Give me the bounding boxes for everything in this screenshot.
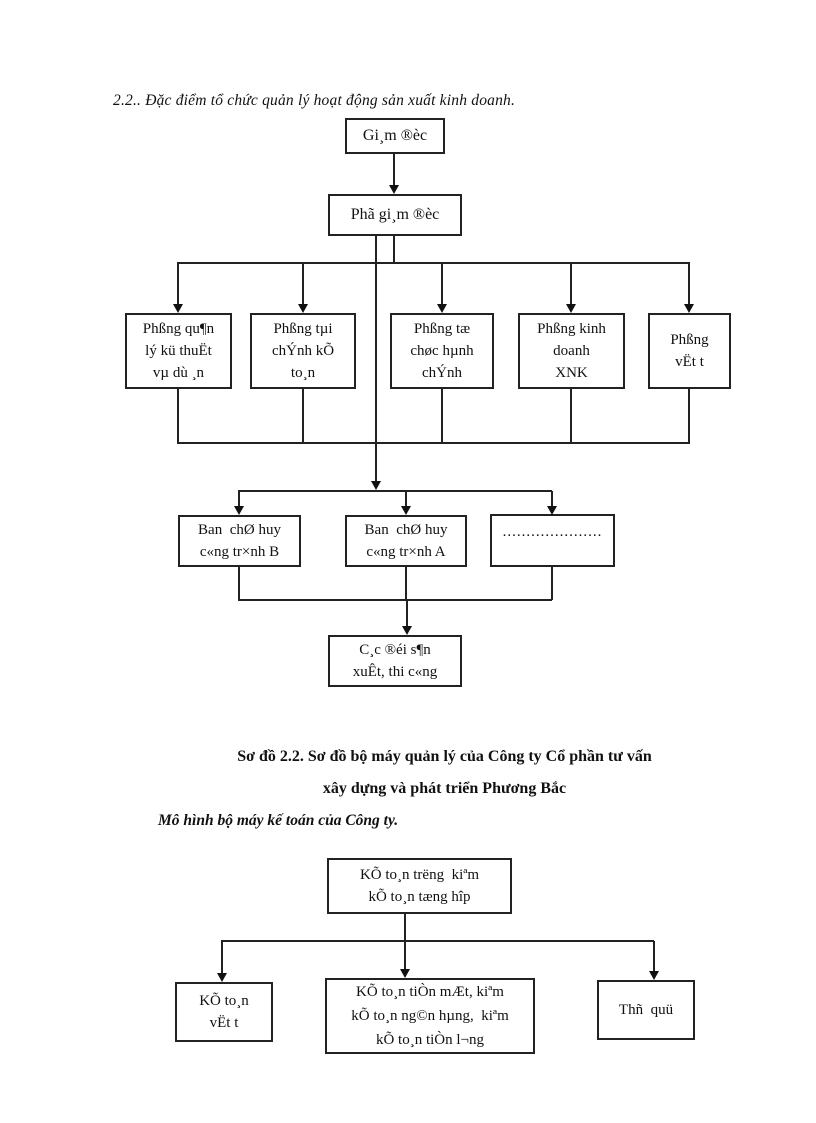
arrow-down-icon	[389, 185, 399, 194]
chart-caption-line1: Sơ đồ 2.2. Sơ đồ bộ máy quản lý của Công…	[237, 748, 652, 765]
box-deputy-director: Phã gi¸m ®èc	[328, 194, 462, 236]
arrow-down-icon	[437, 304, 447, 313]
connector-line	[177, 442, 690, 444]
arrow-down-icon	[371, 481, 381, 490]
box-dept-materials: Phßng vËt t	[648, 313, 731, 389]
connector-line	[302, 263, 304, 304]
connector-line	[653, 941, 655, 971]
connector-line	[570, 389, 572, 443]
connector-line	[404, 941, 406, 969]
box-dept-technical: Phßng qu¶n lý kü thuËt vµ dù ¸n	[125, 313, 232, 389]
connector-line	[551, 491, 553, 506]
connector-line	[375, 236, 377, 481]
arrow-down-icon	[566, 304, 576, 313]
box-director: Gi¸m ®èc	[345, 118, 445, 154]
arrow-down-icon	[402, 626, 412, 635]
arrow-down-icon	[173, 304, 183, 313]
box-production-teams: C¸c ®éi s¶n xuÊt, thi c«ng	[328, 635, 462, 687]
connector-line	[393, 236, 395, 263]
connector-line	[404, 914, 406, 941]
box-site-board-a: Ban chØ huy c«ng tr×nh A	[345, 515, 467, 567]
connector-line	[441, 389, 443, 443]
box-dept-trading: Phßng kinh doanh XNK	[518, 313, 625, 389]
arrow-down-icon	[400, 969, 410, 978]
connector-line	[405, 491, 407, 506]
accounting-subheading: Mô hình bộ máy kế toán của Công ty.	[158, 812, 399, 829]
connector-line	[570, 263, 572, 304]
arrow-down-icon	[217, 973, 227, 982]
connector-line	[405, 567, 407, 600]
connector-line	[238, 491, 240, 506]
arrow-down-icon	[684, 304, 694, 313]
section-heading: 2.2.. Đặc điểm tổ chức quản lý hoạt động…	[113, 92, 516, 109]
chart-caption-line2: xây dựng và phát triển Phương Bắc	[322, 780, 567, 797]
box-dept-finance: Phßng tµi chÝnh kÕ to¸n	[250, 313, 356, 389]
box-dept-admin: Phßng tæ chøc hµnh chÝnh	[390, 313, 494, 389]
arrow-down-icon	[649, 971, 659, 980]
connector-line	[406, 600, 408, 626]
box-site-board-other: .....................	[490, 514, 615, 567]
connector-line	[221, 940, 654, 942]
box-cashier: Thñ quü	[597, 980, 695, 1040]
connector-line	[441, 263, 443, 304]
connector-line	[238, 567, 240, 600]
box-chief-accountant: KÕ to¸n trëng kiªm kÕ to¸n tæng hîp	[327, 858, 512, 914]
connector-line	[238, 599, 552, 601]
box-site-board-b: Ban chØ huy c«ng tr×nh B	[178, 515, 301, 567]
connector-line	[238, 490, 552, 492]
connector-line	[221, 941, 223, 973]
connector-line	[177, 389, 179, 443]
box-materials-accountant: KÕ to¸n vËt t	[175, 982, 273, 1042]
connector-line	[688, 389, 690, 443]
connector-line	[177, 262, 690, 264]
connector-line	[302, 389, 304, 443]
connector-line	[393, 154, 395, 185]
connector-line	[551, 567, 553, 600]
connector-line	[177, 263, 179, 304]
arrow-down-icon	[547, 506, 557, 515]
arrow-down-icon	[298, 304, 308, 313]
connector-line	[688, 263, 690, 304]
arrow-down-icon	[401, 506, 411, 515]
arrow-down-icon	[234, 506, 244, 515]
box-cash-accountant: KÕ to¸n tiÒn mÆt, kiªm kÕ to¸n ng©n hµng…	[325, 978, 535, 1054]
